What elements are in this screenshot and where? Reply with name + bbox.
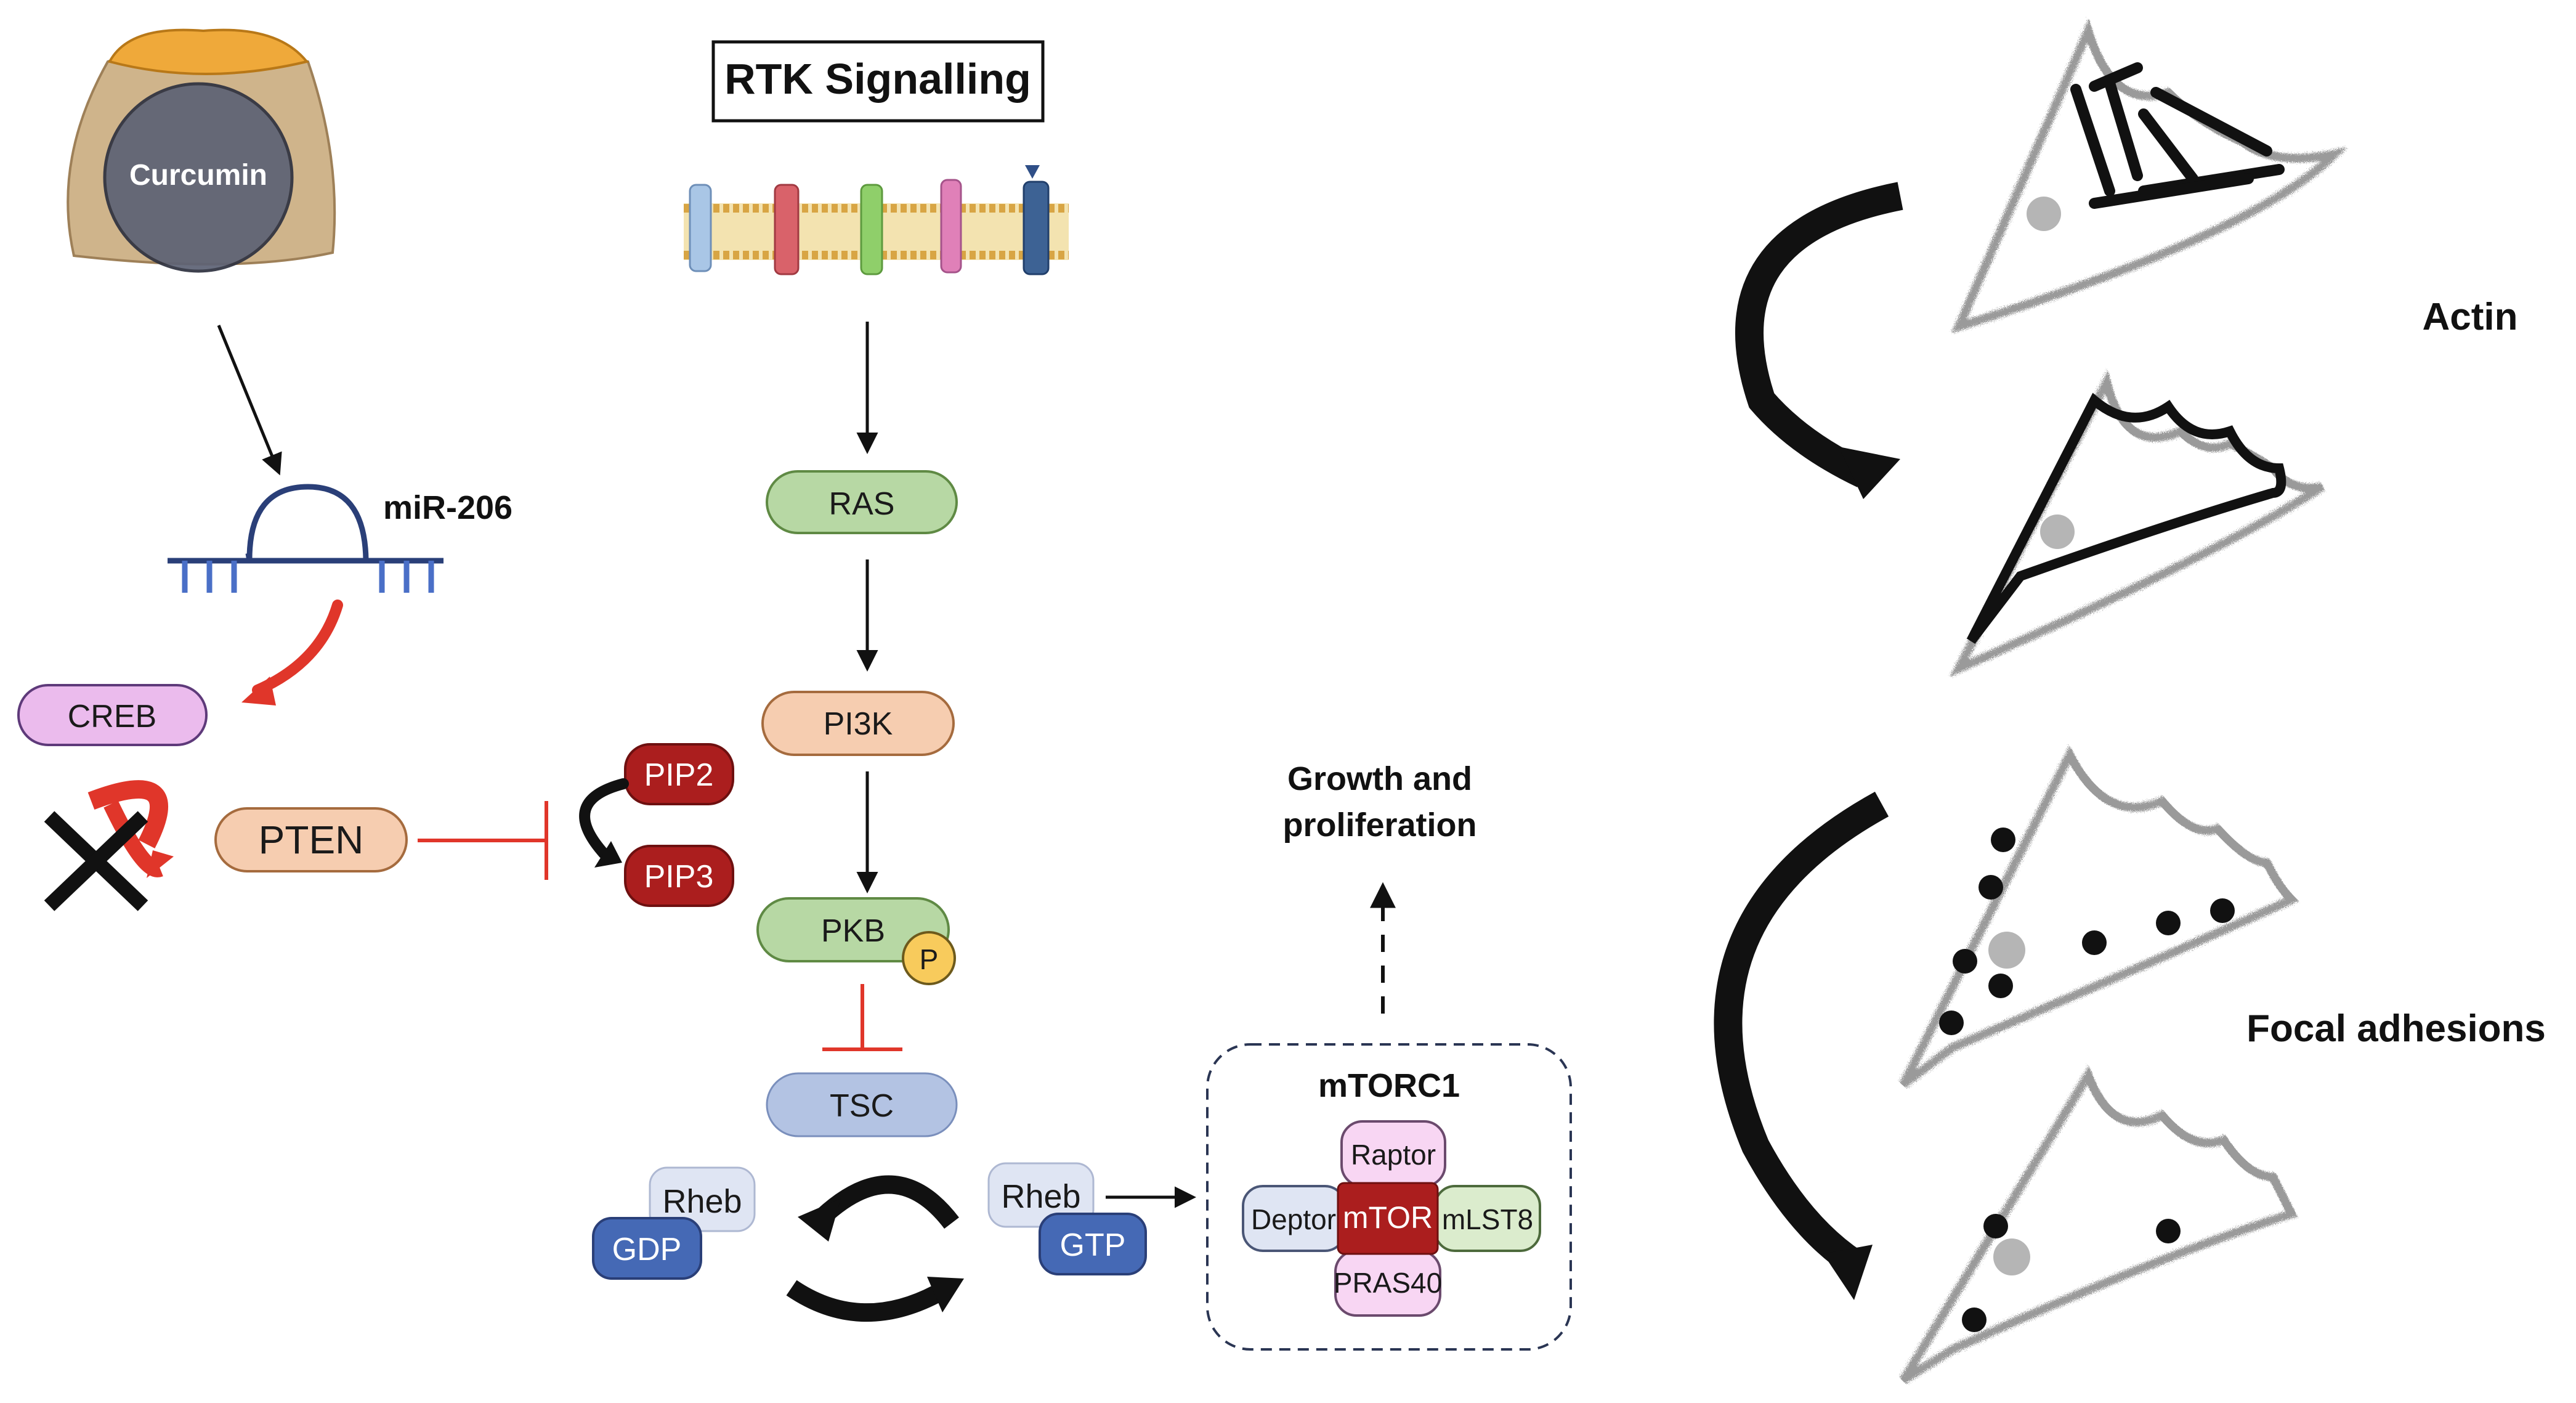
- mirna-hairpin-icon: [168, 484, 444, 593]
- deptor-label: Deptor: [1251, 1203, 1336, 1235]
- creb-node: CREB: [17, 684, 208, 746]
- outcome-line1: Growth and: [1287, 760, 1472, 797]
- gdp-gtp-cycle-icon: [786, 1175, 964, 1322]
- pip2-label: PIP2: [644, 757, 714, 793]
- cell-stress-fibres-icon: [1951, 18, 2348, 334]
- pip3-node: PIP3: [624, 845, 734, 907]
- blocked-x-icon: [44, 780, 174, 911]
- ras-node: RAS: [766, 470, 958, 534]
- pras40-label: PRAS40: [1334, 1267, 1442, 1299]
- rheb-gtp-complex: Rheb GTP: [987, 1162, 1147, 1275]
- outcome-line2: proliferation: [1282, 807, 1476, 844]
- actin-fibres-icon: [2027, 62, 2285, 231]
- pip-conversion-arrow-icon: [579, 778, 629, 868]
- rheb-gdp-gdp-label: GDP: [612, 1232, 682, 1267]
- creb-label: CREB: [68, 699, 156, 734]
- rheb-gdp-complex: Rheb GDP: [592, 1166, 756, 1280]
- rheb-gtp-rheb-label: Rheb: [1001, 1178, 1080, 1215]
- mirna-label: miR-206: [383, 489, 512, 526]
- pi3k-label: PI3K: [824, 706, 893, 742]
- pkb-label: PKB: [821, 913, 885, 949]
- mtor-label: mTOR: [1343, 1200, 1433, 1235]
- title-text: RTK Signalling: [724, 55, 1031, 103]
- mlst8-label: mLST8: [1442, 1203, 1533, 1235]
- receptor-red-icon: [774, 184, 800, 275]
- cell-focal-top-icon: [1899, 745, 2299, 1088]
- pten-node: PTEN: [214, 807, 408, 872]
- curcumin-label: Curcumin: [129, 159, 267, 192]
- inhibition-pkb-tsc: [822, 984, 902, 1051]
- tsc-label: TSC: [830, 1088, 894, 1124]
- pip3-label: PIP3: [644, 859, 714, 895]
- cell-cortical-actin-icon: [1949, 370, 2325, 678]
- inhibition-pten-pip: [418, 801, 548, 880]
- focal-arrow-icon: [1714, 791, 1889, 1300]
- pkb-node: PKB P: [756, 897, 956, 985]
- mtorc1-title: mTORC1: [1318, 1067, 1460, 1104]
- title-box: RTK Signalling: [711, 40, 1045, 123]
- rheb-gtp-gtp-label: GTP: [1060, 1227, 1126, 1263]
- curcumin-sack-icon: Curcumin: [67, 28, 336, 273]
- pip2-node: PIP2: [624, 743, 734, 805]
- phosphate-label: P: [920, 943, 939, 975]
- focal-label: Focal adhesions: [2246, 1007, 2546, 1050]
- receptor-pink-icon: [940, 179, 962, 274]
- pten-label: PTEN: [259, 818, 364, 862]
- ras-label: RAS: [829, 486, 895, 522]
- arrows-central: [217, 322, 1396, 1208]
- cell-membrane: [684, 165, 1069, 275]
- actin-arrow-icon: [1735, 182, 1903, 499]
- pi3k-node: PI3K: [761, 691, 955, 756]
- red-curved-arrow-icon: [241, 600, 343, 706]
- tsc-node: TSC: [766, 1072, 958, 1137]
- receptor-green-icon: [860, 184, 883, 275]
- receptor-navy-icon: [1023, 165, 1050, 275]
- cell-focal-bottom-icon: [1900, 1065, 2298, 1384]
- receptor-blue-icon: [689, 184, 712, 272]
- phosphate-badge: P: [902, 931, 956, 985]
- raptor-label: Raptor: [1351, 1139, 1436, 1171]
- actin-label: Actin: [2423, 296, 2518, 338]
- mtorc1-complex: mTORC1 Raptor Deptor mLST8 PRAS40 mTOR: [1206, 1043, 1572, 1351]
- rheb-gdp-rheb-label: Rheb: [662, 1183, 742, 1220]
